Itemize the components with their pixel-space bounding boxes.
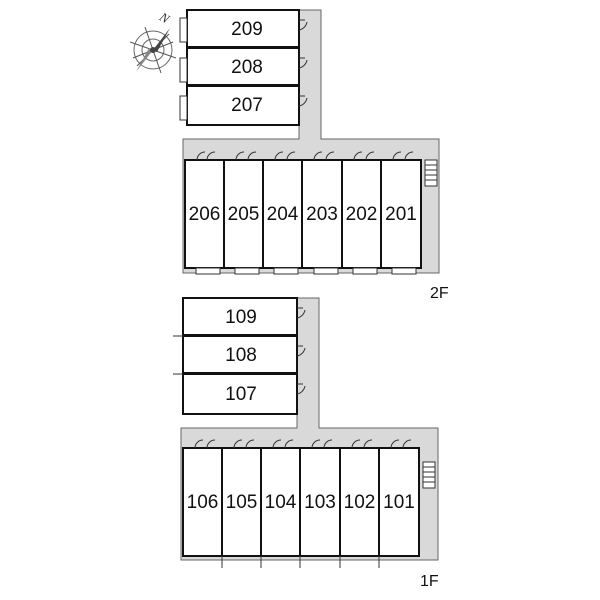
- unit-209: 209: [186, 9, 300, 48]
- floor-2f: 209 208 207 206 205: [179, 9, 449, 302]
- unit-label: 207: [231, 95, 263, 116]
- unit-202: 202: [341, 159, 382, 269]
- unit-203: 203: [301, 159, 343, 269]
- unit-207: 207: [186, 85, 300, 126]
- unit-105: 105: [221, 447, 262, 557]
- unit-104: 104: [260, 447, 301, 557]
- unit-204: 204: [262, 159, 303, 269]
- unit-109: 109: [182, 297, 298, 336]
- unit-101: 101: [378, 447, 420, 557]
- unit-label: 106: [187, 492, 219, 513]
- compass-north-label: N: [156, 9, 173, 28]
- unit-label: 208: [231, 57, 263, 78]
- unit-201: 201: [380, 159, 422, 269]
- floor-label-2f: 2F: [430, 285, 449, 302]
- unit-label: 109: [225, 307, 257, 328]
- stairs-2f-icon: [424, 159, 438, 187]
- stairs-1f-icon: [422, 461, 436, 489]
- compass-rose-icon: N: [129, 9, 177, 74]
- unit-label: 205: [228, 204, 260, 225]
- floor-label-1f: 1F: [420, 573, 439, 590]
- unit-label: 206: [189, 204, 221, 225]
- unit-label: 102: [344, 492, 376, 513]
- floor-1f: 109 108 107 106 105: [173, 297, 439, 590]
- unit-label: 209: [231, 19, 263, 40]
- unit-label: 101: [383, 492, 415, 513]
- unit-label: 107: [225, 384, 257, 405]
- unit-label: 103: [304, 492, 336, 513]
- unit-label: 108: [225, 345, 257, 366]
- unit-label: 202: [346, 204, 378, 225]
- unit-103: 103: [299, 447, 341, 557]
- unit-107: 107: [182, 373, 298, 415]
- unit-102: 102: [339, 447, 380, 557]
- unit-label: 204: [267, 204, 299, 225]
- unit-label: 203: [306, 204, 338, 225]
- unit-206: 206: [184, 159, 225, 269]
- unit-205: 205: [223, 159, 264, 269]
- unit-208: 208: [186, 47, 300, 86]
- unit-label: 201: [385, 204, 417, 225]
- unit-label: 105: [226, 492, 258, 513]
- unit-108: 108: [182, 335, 298, 374]
- unit-106: 106: [182, 447, 223, 557]
- unit-label: 104: [265, 492, 297, 513]
